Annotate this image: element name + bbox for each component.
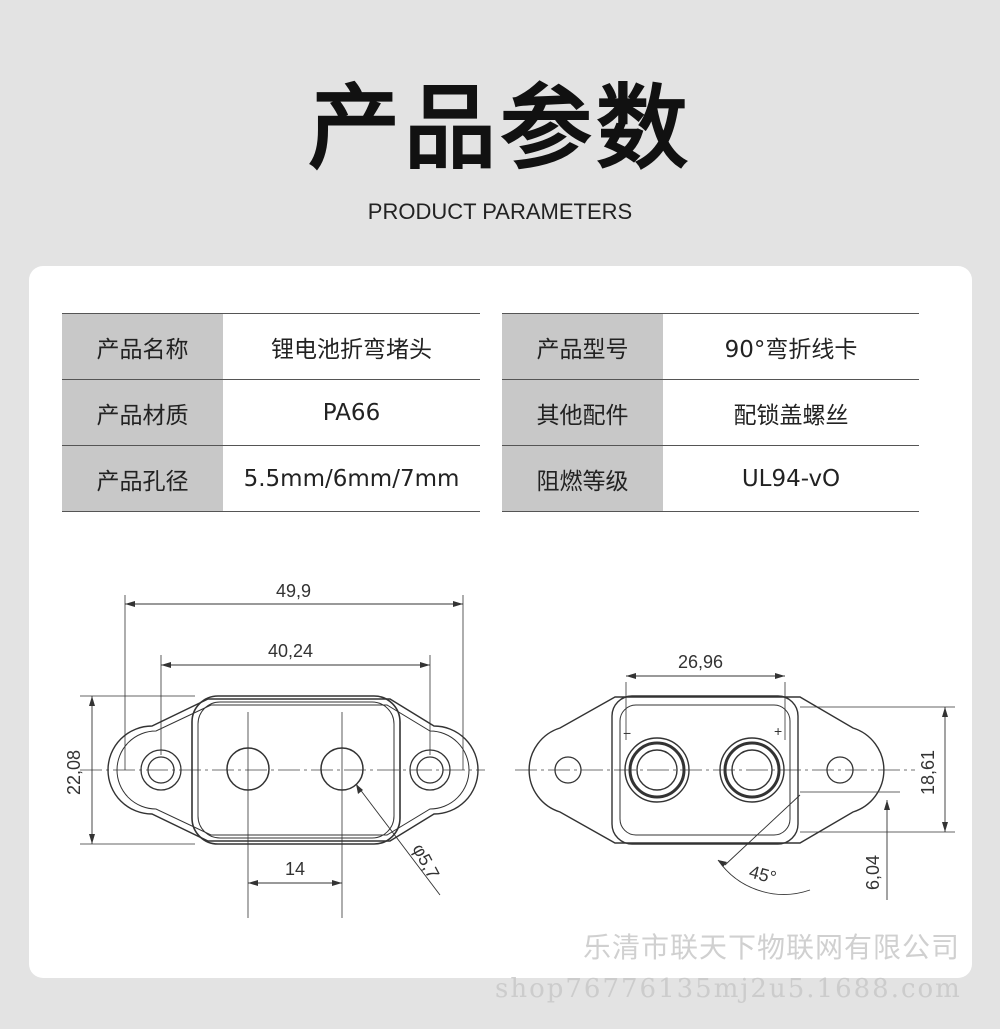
param-value: 配锁盖螺丝 — [663, 379, 919, 446]
drawing-left-labels: 49,9 40,24 22,08 14 φ5,7 — [64, 581, 443, 882]
table-row: 产品型号 90°弯折线卡 — [502, 313, 919, 380]
dim-hole-diameter: φ5,7 — [408, 840, 443, 882]
table-row: 其他配件 配锁盖螺丝 — [502, 379, 919, 446]
param-value: 5.5mm/6mm/7mm — [223, 445, 480, 512]
dim-offset: 6,04 — [863, 855, 883, 890]
watermark-company: 乐清市联天下物联网有限公司 — [583, 931, 961, 964]
params-table-right: 产品型号 90°弯折线卡 其他配件 配锁盖螺丝 阻燃等级 UL94-vO — [502, 313, 919, 512]
dim-width: 26,96 — [678, 652, 723, 672]
param-value: PA66 — [223, 379, 480, 446]
watermark-url: shop76776135mj2u5.1688.com — [495, 974, 962, 1004]
polarity-plus: + — [774, 723, 782, 739]
table-row: 产品材质 PA66 — [62, 379, 480, 446]
dim-angle: 45° — [747, 862, 778, 888]
dim-hole-pitch: 14 — [285, 859, 305, 879]
param-key: 其他配件 — [502, 379, 663, 446]
table-row: 产品孔径 5.5mm/6mm/7mm — [62, 445, 480, 512]
drawing-right-labels: 26,96 18,61 45° 6,04 − + — [623, 652, 938, 890]
dim-height-right: 18,61 — [918, 750, 938, 795]
page-title-cn: 产品参数 — [307, 75, 692, 182]
dim-hole-spacing: 40,24 — [268, 641, 313, 661]
param-key: 产品孔径 — [62, 445, 223, 512]
dim-height: 22,08 — [64, 750, 84, 795]
param-key: 产品材质 — [62, 379, 223, 446]
page-title-en: PRODUCT PARAMETERS — [367, 199, 633, 224]
dim-overall-width: 49,9 — [276, 581, 311, 601]
param-value: UL94-vO — [663, 445, 919, 512]
table-row: 阻燃等级 UL94-vO — [502, 445, 919, 512]
param-key: 产品型号 — [502, 313, 663, 380]
param-value: 锂电池折弯堵头 — [223, 313, 480, 380]
param-value: 90°弯折线卡 — [663, 313, 919, 380]
polarity-minus: − — [623, 725, 631, 741]
drawing-right-view — [515, 673, 955, 900]
params-table-left: 产品名称 锂电池折弯堵头 产品材质 PA66 产品孔径 5.5mm/6mm/7m… — [62, 313, 480, 512]
drawing-left-view — [80, 595, 485, 918]
param-key: 阻燃等级 — [502, 445, 663, 512]
